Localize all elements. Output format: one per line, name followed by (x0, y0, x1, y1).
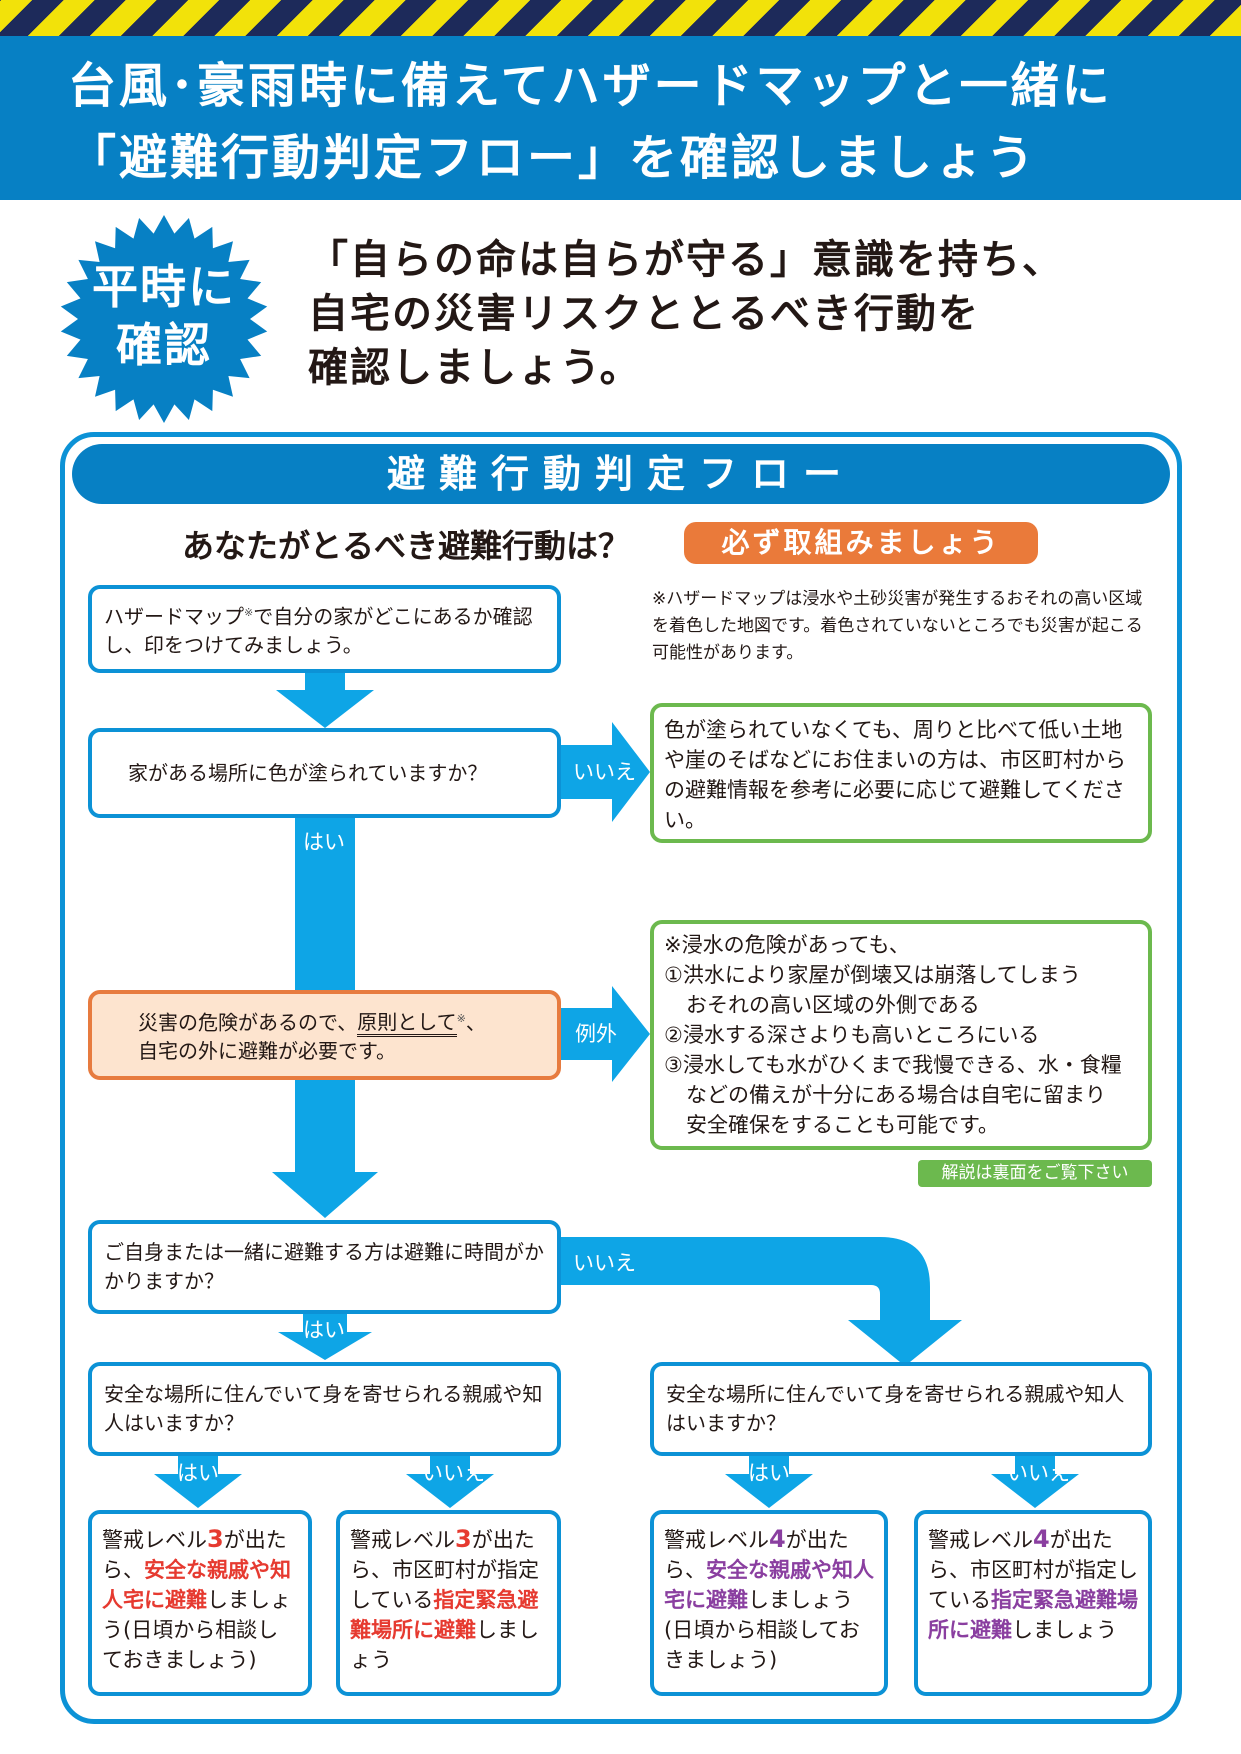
outcome2-level: 3 (455, 1525, 472, 1553)
outcome1-text-a: 警戒レベル (102, 1528, 207, 1552)
arrow-elbow-time-no (560, 1237, 962, 1366)
arrow-down-1 (276, 672, 374, 728)
intro-line1: 「自らの命は自らが守る」意識を持ち、 (308, 237, 1064, 283)
header-title-line2: 「避難行動判定フロー」を確認しましょう (68, 130, 1038, 186)
outcome4-level: 4 (1033, 1525, 1050, 1553)
step1-note-mark: ※ (244, 605, 254, 619)
exception-line6: などの備えが十分にある場合は自宅に留まり (686, 1083, 1106, 1107)
outcome3-emphasis: 安全な親戚や知人宅に避難 (664, 1558, 874, 1612)
outcome1-level: 3 (207, 1525, 224, 1553)
question-relatives-left-text: 安全な場所に住んでいて身を寄せられる親戚や知人はいますか？ (104, 1382, 543, 1435)
outcome-level4-shelter: 警戒レベル4が出たら、市区町村が指定している指定緊急避難場所に避難しましょう (914, 1510, 1152, 1696)
label-no-colored: いいえ (573, 760, 636, 784)
header-title-line1: 台風･豪雨時に備えてハザードマップと一緒に (68, 58, 1113, 114)
exception-line7: 安全確保をすることも可能です。 (686, 1113, 999, 1137)
danger-text-b: 、 (465, 1010, 486, 1035)
exception-line4: ②浸水する深さよりも高いところにいる (664, 1023, 1040, 1047)
step1-text-b: で自分の家がどこにあるか確認し、印をつけてみましょう。 (104, 604, 533, 658)
label-yes-time: はい (303, 1318, 345, 1342)
question-relatives-left-box: 安全な場所に住んでいて身を寄せられる親戚や知人はいますか？ (88, 1362, 561, 1456)
exception-line5: ③浸水しても水がひくまで我慢できる、水・食糧 (664, 1053, 1122, 1077)
intro-line3: 確認しましょう。 (308, 345, 642, 391)
outcome3-text-a: 警戒レベル (664, 1528, 769, 1552)
outcome3-text-b: が出たら、 (664, 1528, 849, 1582)
evacuation-required-box: 災害の危険があるので、原則として※、 自宅の外に避難が必要です。 (88, 990, 561, 1080)
question-time-box: ご自身または一緒に避難する方は避難に時間がかかりますか？ (88, 1220, 561, 1314)
flow-question: あなたがとるべき避難行動は？ (182, 527, 631, 565)
exception-line1: ※浸水の危険があっても、 (664, 933, 910, 957)
starburst-badge-icon (60, 215, 268, 423)
outcome3-level: 4 (769, 1525, 786, 1553)
question-relatives-right-box: 安全な場所に住んでいて身を寄せられる親戚や知人はいますか？ (650, 1362, 1152, 1456)
no-color-advice-box: 色が塗られていなくても、周りと比べて低い土地や崖のそばなどにお住まいの方は、市区… (650, 703, 1152, 843)
label-yes-colored: はい (303, 830, 345, 854)
danger-text-a: 災害の危険があるので、 (138, 1010, 358, 1035)
exception-line2: ①洪水により家屋が倒壊又は崩落してしまう (664, 963, 1081, 987)
question-relatives-right-text: 安全な場所に住んでいて身を寄せられる親戚や知人はいますか？ (666, 1382, 1125, 1435)
outcome2-emphasis: 指定緊急避難場所に避難 (350, 1588, 539, 1642)
flow-title: 避難行動判定フロー (72, 444, 1170, 504)
arrow-down-left-no (406, 1456, 494, 1508)
label-yes-right: はい (748, 1461, 790, 1485)
outcome3-text-c: しましょう(日頃から相談しておきましょう) (664, 1588, 860, 1672)
outcome2-text-b: が出たら、市区町村が指定している (350, 1528, 539, 1612)
arrow-right-no-colored (560, 722, 650, 822)
hazard-map-note: ※ハザードマップは浸水や土砂災害が発生するおそれの高い区域を着色した地図です。着… (652, 589, 1143, 663)
step-hazard-map-box: ハザードマップ※で自分の家がどこにあるか確認し、印をつけてみましょう。 (88, 585, 561, 673)
danger-note-mark: ※ (456, 1011, 466, 1025)
outcome-level3-shelter: 警戒レベル3が出たら、市区町村が指定している指定緊急避難場所に避難しましょう (336, 1510, 561, 1696)
outcome4-text-c: しましょう (1012, 1618, 1117, 1642)
question-colored-box: 家がある場所に色が塗られていますか？ (88, 728, 561, 818)
label-yes-left: はい (177, 1461, 219, 1485)
question-colored-text: 家がある場所に色が塗られていますか？ (128, 760, 488, 785)
outcome4-text-a: 警戒レベル (928, 1528, 1033, 1552)
outcome1-text-c: しましょう(日頃から相談しておきましょう) (102, 1588, 291, 1672)
arrow-right-exception (560, 986, 650, 1082)
exception-line3: おそれの高い区域の外側である (686, 993, 980, 1017)
outcome1-text-b: が出たら、 (102, 1528, 287, 1582)
arrow-down-time-yes (278, 1314, 372, 1360)
see-back-tag: 解説は裏面をご覧下さい (918, 1160, 1152, 1187)
outcome2-text-c: しましょう (350, 1618, 539, 1672)
outcome2-text-a: 警戒レベル (350, 1528, 455, 1552)
header-banner: 台風･豪雨時に備えてハザードマップと一緒に 「避難行動判定フロー」を確認しましょ… (0, 36, 1241, 200)
badge-line2: 確認 (116, 318, 212, 372)
label-no-right: いいえ (1007, 1461, 1070, 1485)
step1-text-a: ハザードマップ (104, 604, 244, 629)
badge-line1: 平時に (92, 260, 236, 314)
label-exception: 例外 (575, 1022, 617, 1046)
outcome-level3-relatives: 警戒レベル3が出たら、安全な親戚や知人宅に避難しましょう(日頃から相談しておきま… (88, 1510, 312, 1696)
outcome4-emphasis: 指定緊急避難場所に避難 (928, 1588, 1138, 1642)
outcome-level4-relatives: 警戒レベル4が出たら、安全な親戚や知人宅に避難しましょう(日頃から相談しておきま… (650, 1510, 888, 1696)
label-no-time: いいえ (573, 1251, 636, 1275)
intro-line2: 自宅の災害リスクととるべき行動を (308, 291, 980, 337)
question-time-text: ご自身または一緒に避難する方は避難に時間がかかりますか？ (104, 1240, 544, 1293)
outcome4-text-b: が出たら、市区町村が指定している (928, 1528, 1138, 1612)
must-do-badge: 必ず取組みましょう (684, 522, 1038, 564)
danger-line2: 自宅の外に避難が必要です。 (138, 1039, 396, 1064)
label-no-left: いいえ (422, 1461, 485, 1485)
arrow-down-right-yes (725, 1456, 813, 1508)
outcome1-emphasis: 安全な親戚や知人宅に避難 (102, 1558, 291, 1612)
exception-box: ※浸水の危険があっても、 ①洪水により家屋が倒壊又は崩落してしまう おそれの高い… (650, 920, 1152, 1150)
no-color-advice-text: 色が塗られていなくても、周りと比べて低い土地や崖のそばなどにお住まいの方は、市区… (664, 718, 1126, 832)
arrow-down-right-no (991, 1456, 1079, 1508)
danger-principle-text: 原則として (357, 1010, 457, 1038)
arrow-down-left-yes (154, 1456, 242, 1508)
flow-frame (60, 432, 1182, 1724)
hazard-stripe-band (0, 0, 1241, 36)
